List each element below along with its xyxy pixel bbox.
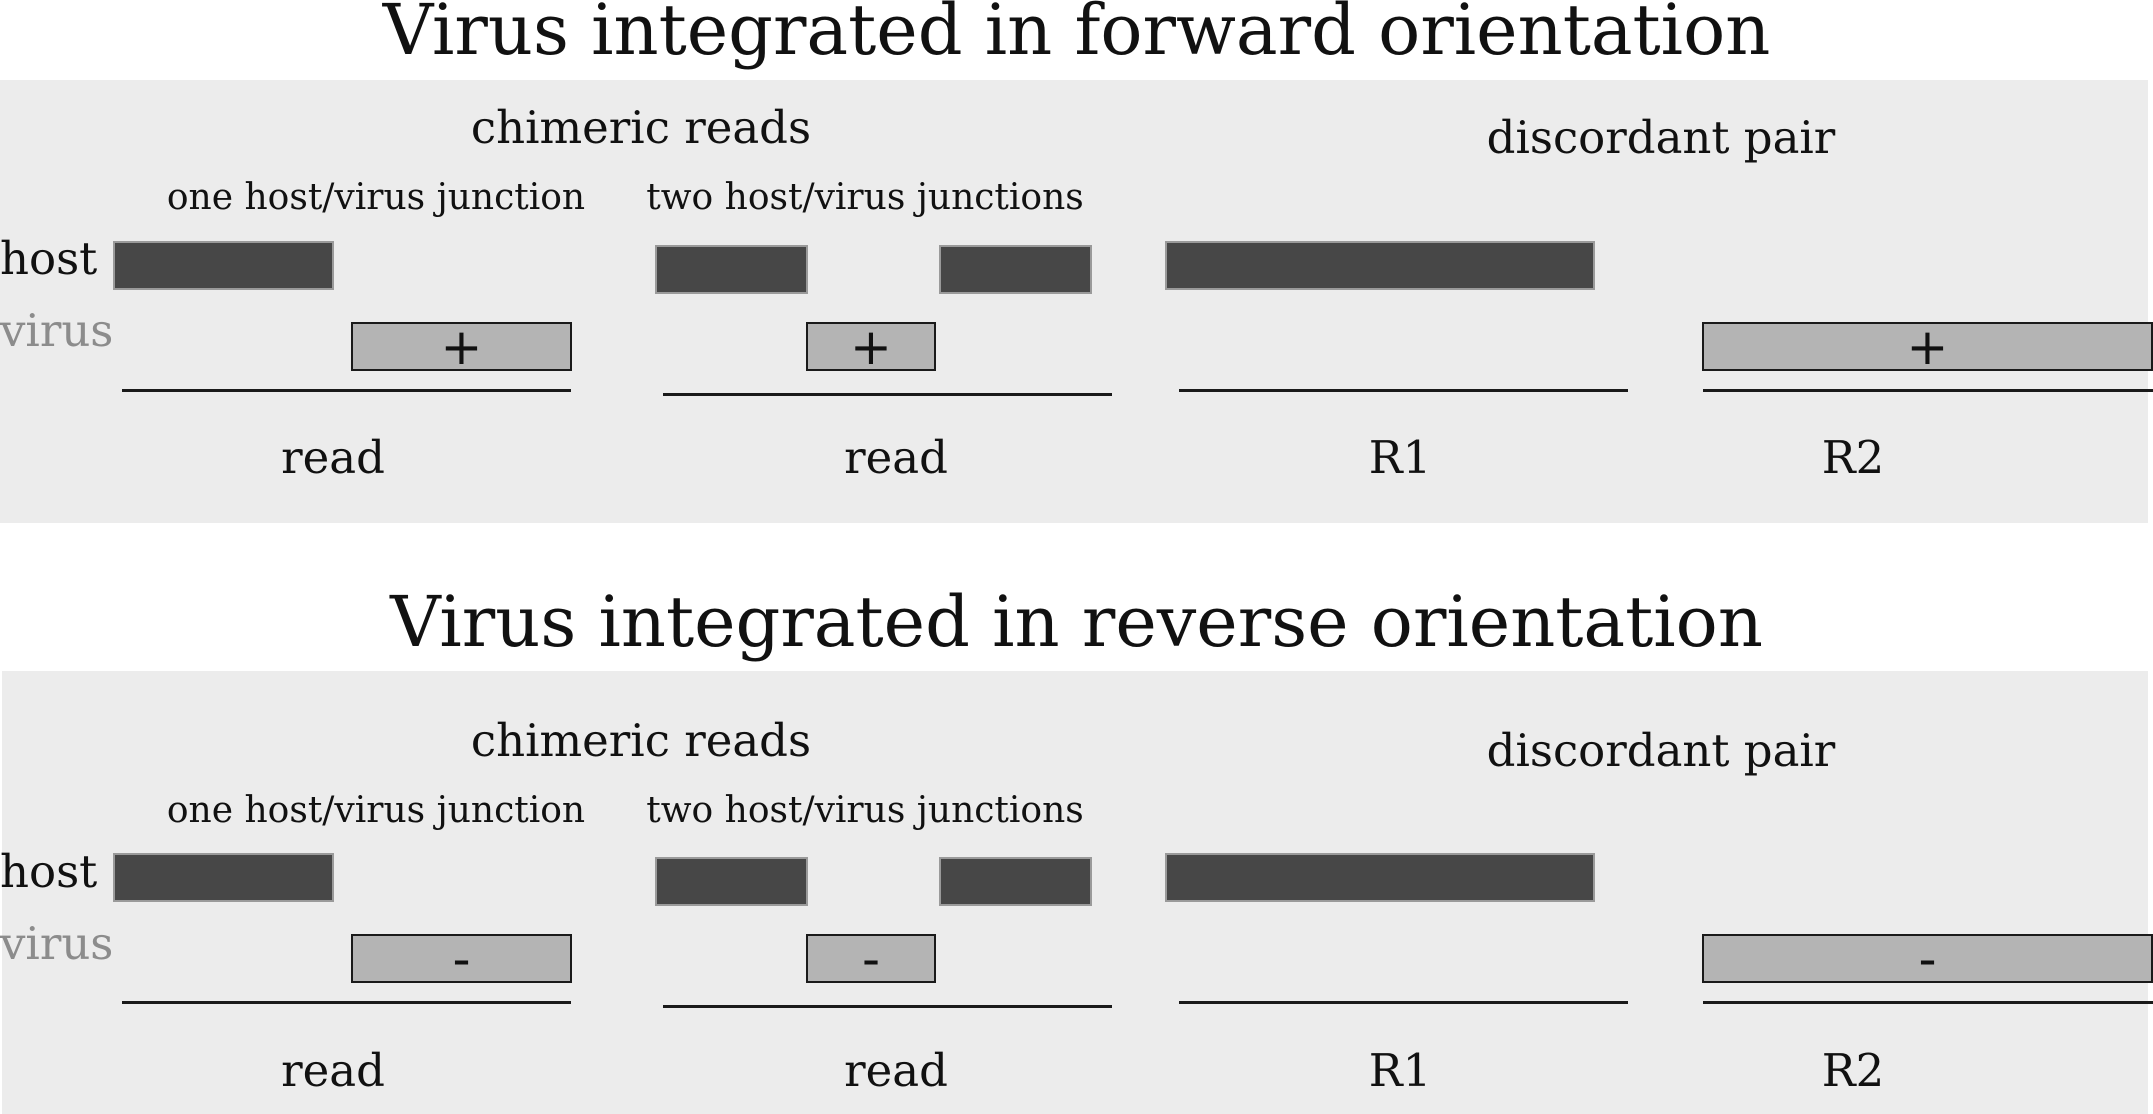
forward-two-junctions-virus-segment: + <box>806 317 936 376</box>
reverse-r1-host-segment <box>1165 853 1595 902</box>
reverse-orientation-symbol: - <box>861 929 881 988</box>
reverse-chimeric-reads-heading: chimeric reads <box>470 714 812 767</box>
reverse-one-junction-label: one host/virus junction <box>166 790 586 831</box>
forward-section-title: Virus integrated in forward orientation <box>382 0 1771 71</box>
forward-two-junctions-host-segment-left <box>655 245 808 294</box>
forward-two-junctions-read-label: read <box>844 431 948 484</box>
forward-orientation-symbol: + <box>440 317 483 376</box>
forward-two-junctions-label: two host/virus junctions <box>646 177 1084 218</box>
reverse-two-junctions-read-line <box>663 1005 1112 1008</box>
forward-r2-read-line <box>1703 389 2153 392</box>
forward-host-row-label: host <box>0 232 98 285</box>
forward-chimeric-reads-heading: chimeric reads <box>470 101 812 154</box>
reverse-virus-row-label: virus <box>0 917 114 970</box>
forward-r2-virus-segment: + <box>1702 317 2153 376</box>
forward-r1-label: R1 <box>1368 431 1432 484</box>
reverse-two-junctions-read-label: read <box>844 1044 948 1097</box>
forward-r1-read-line <box>1179 389 1628 392</box>
forward-orientation-symbol: + <box>850 317 892 376</box>
reverse-r2-read-line <box>1703 1001 2153 1004</box>
reverse-one-junction-read-label: read <box>281 1044 385 1097</box>
reverse-section-title: Virus integrated in reverse orientation <box>390 581 1763 663</box>
reverse-r1-read-line <box>1179 1001 1628 1004</box>
reverse-two-junctions-label: two host/virus junctions <box>646 790 1084 831</box>
reverse-orientation-symbol: - <box>1918 929 1937 988</box>
forward-one-junction-label: one host/virus junction <box>166 177 586 218</box>
reverse-one-junction-read-line <box>122 1001 571 1004</box>
forward-r1-host-segment <box>1165 241 1595 290</box>
reverse-two-junctions-host-segment-left <box>655 857 808 906</box>
forward-orientation-symbol: + <box>1906 317 1949 376</box>
reverse-orientation-symbol: - <box>452 929 471 988</box>
forward-two-junctions-host-segment-right <box>939 245 1092 294</box>
reverse-one-junction-host-segment <box>113 853 334 902</box>
forward-one-junction-virus-segment: + <box>351 317 572 376</box>
forward-panel <box>0 80 2148 523</box>
reverse-one-junction-virus-segment: - <box>351 929 572 988</box>
forward-r2-label: R2 <box>1821 431 1885 484</box>
reverse-discordant-pair-heading: discordant pair <box>1486 724 1836 777</box>
forward-virus-row-label: virus <box>0 304 114 357</box>
forward-one-junction-read-line <box>122 389 571 392</box>
forward-two-junctions-read-line <box>663 393 1112 396</box>
reverse-two-junctions-virus-segment: - <box>806 929 936 988</box>
forward-discordant-pair-heading: discordant pair <box>1486 111 1836 164</box>
reverse-two-junctions-host-segment-right <box>939 857 1092 906</box>
reverse-r2-label: R2 <box>1821 1044 1885 1097</box>
reverse-r2-virus-segment: - <box>1702 929 2153 988</box>
forward-one-junction-host-segment <box>113 241 334 290</box>
forward-one-junction-read-label: read <box>281 431 385 484</box>
reverse-host-row-label: host <box>0 845 98 898</box>
reverse-r1-label: R1 <box>1368 1044 1432 1097</box>
